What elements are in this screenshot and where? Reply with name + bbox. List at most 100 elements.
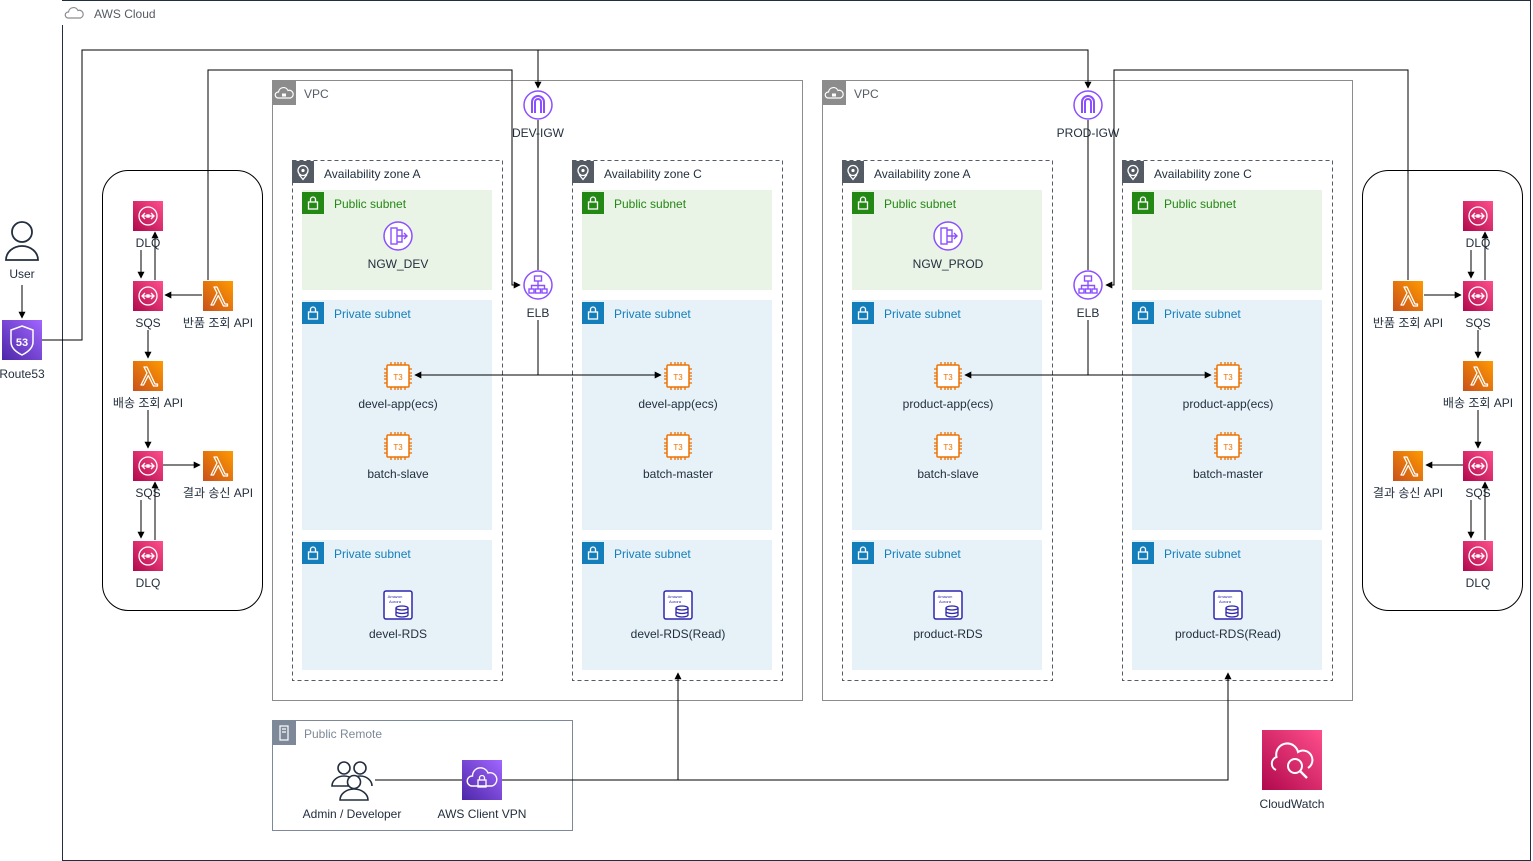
prod-az-a-private-subnet — [852, 300, 1042, 530]
prod-rds-c-label: product-RDS(Read) — [1175, 627, 1281, 641]
dev-rds-a-badge-2: Aurora — [389, 599, 402, 604]
user-label: User — [9, 267, 34, 281]
prod-az-c-public-subnet — [1132, 190, 1322, 290]
dev-rds-a-badge-1: Amazon — [388, 594, 403, 599]
prod-batch-a-badge: T3 — [943, 443, 953, 452]
prod-ngw-icon — [933, 221, 963, 251]
prod-rds-c-badge-1: Amazon — [1218, 594, 1233, 599]
right-return-api-label: 반품 조회 API — [1373, 316, 1443, 330]
prod-vpc-icon — [821, 80, 847, 106]
right-sqs-2-label: SQS — [1465, 486, 1490, 500]
route53-icon: 53 — [2, 320, 42, 360]
dev-rds-a-icon: Amazon Aurora — [383, 590, 413, 620]
left-sqs-2-label: SQS — [135, 486, 160, 500]
prod-ngw-label: NGW_PROD — [913, 257, 984, 271]
right-sqs-1-icon — [1462, 280, 1494, 312]
prod-az-a-title: Availability zone A — [874, 167, 971, 181]
prod-app-c-label: product-app(ecs) — [1183, 397, 1274, 411]
prod-app-c-icon: T3 — [1213, 361, 1243, 391]
prod-az-a-public-title: Public subnet — [884, 197, 957, 211]
dev-az-c-public-subnet — [582, 190, 772, 290]
left-delivery-api-label: 배송 조회 API — [113, 396, 183, 410]
dev-az-a-public-lock-icon — [301, 191, 325, 215]
dev-az-a-public-title: Public subnet — [334, 197, 407, 211]
left-result-api-label: 결과 송신 API — [183, 486, 253, 500]
left-sqs-2-icon — [132, 450, 164, 482]
prod-app-a-icon: T3 — [933, 361, 963, 391]
cloudwatch-label: CloudWatch — [1260, 797, 1325, 811]
dev-ngw-label: NGW_DEV — [368, 257, 429, 271]
admin-developer-icon — [331, 761, 373, 801]
prod-az-c-public-lock-icon — [1131, 191, 1155, 215]
prod-az-c-private-title: Private subnet — [1164, 307, 1241, 321]
route53-label: Route53 — [0, 367, 45, 381]
right-sqs-2-icon — [1462, 450, 1494, 482]
left-return-api-icon — [202, 280, 234, 312]
right-sqs-1-label: SQS — [1465, 316, 1490, 330]
dev-az-a-title: Availability zone A — [324, 167, 421, 181]
prod-rds-a-badge-1: Amazon — [938, 594, 953, 599]
prod-az-c-private-lock-icon — [1131, 301, 1155, 325]
client-vpn-icon — [462, 760, 502, 800]
dev-app-a-badge: T3 — [393, 373, 403, 382]
dev-az-c-private-subnet — [582, 300, 772, 530]
dev-ngw-icon — [383, 221, 413, 251]
left-delivery-api-icon — [132, 360, 164, 392]
dev-app-c-icon: T3 — [663, 361, 693, 391]
left-result-api-icon — [202, 450, 234, 482]
right-delivery-api-label: 배송 조회 API — [1443, 396, 1513, 410]
cloudwatch-icon — [1262, 730, 1322, 790]
dev-az-a-private-lock-icon — [301, 301, 325, 325]
dev-az-c-db-title: Private subnet — [614, 547, 691, 561]
dev-vpc-title: VPC — [304, 87, 329, 101]
prod-rds-c-badge-2: Aurora — [1219, 599, 1232, 604]
prod-rds-a-badge-2: Aurora — [939, 599, 952, 604]
dev-batch-c-badge: T3 — [673, 443, 683, 452]
prod-batch-c-icon: T3 — [1213, 431, 1243, 461]
dev-app-a-label: devel-app(ecs) — [358, 397, 437, 411]
left-return-api-label: 반품 조회 API — [183, 316, 253, 330]
prod-batch-c-badge: T3 — [1223, 443, 1233, 452]
right-dlq-bottom-icon — [1462, 540, 1494, 572]
dev-elb-icon — [523, 270, 553, 300]
prod-az-a — [842, 160, 1053, 681]
dev-elb-label: ELB — [527, 306, 550, 320]
prod-batch-c-label: batch-master — [1193, 467, 1263, 481]
prod-az-a-public-lock-icon — [851, 191, 875, 215]
route53-to-prod-igw-connector — [538, 49, 1092, 89]
public-remote-icon — [272, 721, 296, 745]
dev-az-c-icon — [571, 160, 595, 184]
prod-vpc-title: VPC — [854, 87, 879, 101]
prod-rds-c-icon: Amazon Aurora — [1213, 590, 1243, 620]
dev-igw-icon — [523, 90, 553, 120]
left-dlq-bottom-icon — [132, 540, 164, 572]
route53-to-dev-igw-connector — [42, 49, 542, 341]
prod-az-c-public-title: Public subnet — [1164, 197, 1237, 211]
dev-igw-label: DEV-IGW — [512, 126, 565, 140]
public-remote-title: Public Remote — [304, 727, 382, 741]
prod-az-c-db-title: Private subnet — [1164, 547, 1241, 561]
dev-az-c-public-title: Public subnet — [614, 197, 687, 211]
prod-az-a-private-title: Private subnet — [884, 307, 961, 321]
prod-az-c-private-subnet — [1132, 300, 1322, 530]
dev-rds-c-label: devel-RDS(Read) — [631, 627, 726, 641]
prod-app-a-label: product-app(ecs) — [903, 397, 994, 411]
left-dlq-top-label: DLQ — [136, 236, 161, 250]
right-delivery-api-icon — [1462, 360, 1494, 392]
left-sqs-1-icon — [132, 280, 164, 312]
admin-developer-label: Admin / Developer — [303, 807, 402, 821]
prod-az-a-db-title: Private subnet — [884, 547, 961, 561]
dev-az-c-private-lock-icon — [581, 301, 605, 325]
dev-az-c-public-lock-icon — [581, 191, 605, 215]
prod-app-a-badge: T3 — [943, 373, 953, 382]
dev-batch-a-icon: T3 — [383, 431, 413, 461]
prod-az-a-icon — [841, 160, 865, 184]
prod-az-c-icon — [1121, 160, 1145, 184]
dev-az-a-private-subnet — [302, 300, 492, 530]
dev-rds-c-icon: Amazon Aurora — [663, 590, 693, 620]
dev-az-a-db-lock-icon — [301, 541, 325, 565]
prod-elb-label: ELB — [1077, 306, 1100, 320]
right-result-api-icon — [1392, 450, 1424, 482]
dev-app-a-icon: T3 — [383, 361, 413, 391]
